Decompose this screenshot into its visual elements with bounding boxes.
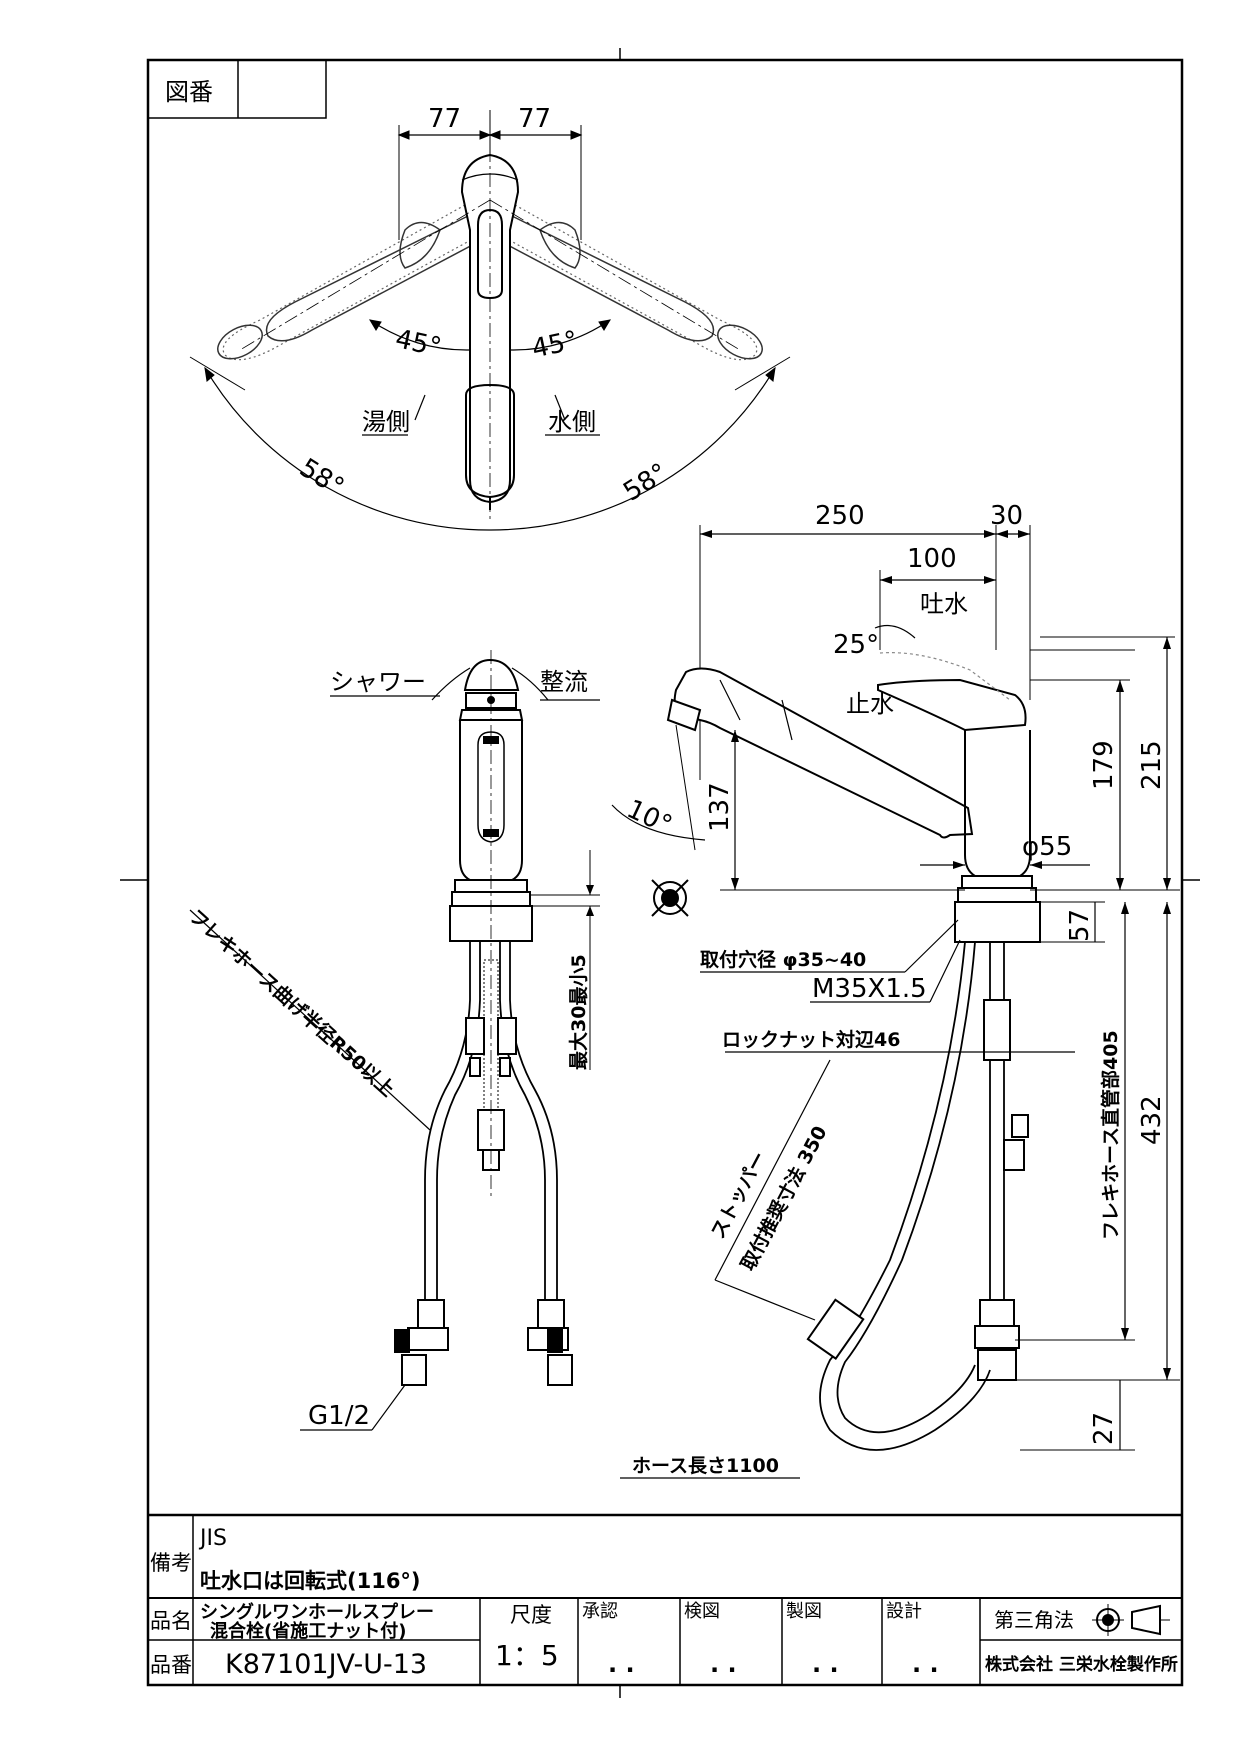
remark-jis: JIS	[198, 1526, 227, 1551]
scale-label: 尺度	[510, 1603, 552, 1627]
dim-100: 100	[907, 544, 957, 574]
draft-label: 製図	[786, 1601, 822, 1622]
straight-label: 整流	[540, 668, 588, 696]
product-name-1: シングルワンホールスプレー	[200, 1601, 434, 1623]
drawing-number-box: 図番	[148, 60, 326, 118]
design-date: . .	[912, 1650, 939, 1678]
product-name-2: 混合栓(省施工ナット付)	[210, 1620, 406, 1642]
hose-length-label: ホース長さ1100	[632, 1455, 779, 1477]
hole-diameter-label: 取付穴径 φ35~40	[700, 948, 866, 971]
design-label: 設計	[886, 1601, 922, 1622]
angle-58-right: 58°	[618, 458, 673, 508]
side-view-labels: 250 30 100 吐水 25° 止水 179 215 10° 137 φ55…	[622, 501, 1167, 1477]
title-block-text: 備考 JIS 吐水口は回転式(116°) 品名 シングルワンホールスプレー 混合…	[150, 1526, 1178, 1680]
water-stop-label: 止水	[846, 690, 894, 718]
angle-10: 10°	[622, 794, 676, 841]
cold-side-label: 水側	[548, 408, 596, 436]
third-angle-projection-icon	[1092, 1604, 1170, 1636]
scale-value: 1：5	[495, 1639, 559, 1672]
dim-27: 27	[1089, 1412, 1119, 1445]
shower-label: シャワー	[330, 668, 426, 696]
angle-45-left: 45°	[393, 324, 444, 363]
dim-57: 57	[1065, 909, 1095, 942]
remark-rotation: 吐水口は回転式(116°)	[200, 1569, 421, 1593]
inspect-date: . .	[710, 1650, 737, 1678]
inspect-label: 検図	[684, 1601, 720, 1622]
top-view	[190, 110, 790, 530]
dim-250: 250	[815, 501, 865, 531]
dim-77-right: 77	[518, 104, 551, 134]
water-out-label: 吐水	[920, 590, 968, 618]
approve-date: . .	[608, 1650, 635, 1678]
drawing-number-label: 図番	[165, 78, 213, 106]
drawing-frame	[120, 48, 1200, 1698]
product-name-label: 品名	[150, 1609, 192, 1633]
side-view	[612, 525, 1180, 1478]
company-name: 株式会社 三栄水栓製作所	[985, 1654, 1178, 1675]
hot-side-label: 湯側	[362, 408, 410, 436]
approve-label: 承認	[582, 1601, 618, 1622]
dim-137: 137	[705, 782, 735, 832]
thread-m-label: M35X1.5	[812, 974, 927, 1004]
hose-bend-label: フレキホース曲げ半径R50以上	[185, 905, 400, 1102]
flex-hose-label: フレキホース直管部405	[1099, 1030, 1122, 1240]
title-block	[148, 1515, 1182, 1685]
dim-179: 179	[1089, 740, 1119, 790]
dim-30: 30	[990, 501, 1023, 531]
remarks-label: 備考	[150, 1551, 192, 1575]
draft-date: . .	[812, 1650, 839, 1678]
locknut-label: ロックナット対辺46	[722, 1028, 900, 1051]
front-view-labels: シャワー 整流 最大30最小5 フレキホース曲げ半径R50以上 G1/2	[185, 668, 590, 1431]
projection-label: 第三角法	[994, 1608, 1074, 1632]
angle-45-right: 45°	[529, 326, 580, 365]
dim-432: 432	[1137, 1095, 1167, 1145]
angle-25: 25°	[833, 630, 879, 660]
front-view	[190, 650, 600, 1430]
dim-77-left: 77	[428, 104, 461, 134]
stopper-dim-label: 取付推奨寸法 350	[736, 1122, 832, 1274]
product-no: K87101JV-U-13	[225, 1649, 427, 1680]
thread-label: G1/2	[308, 1401, 370, 1431]
dia-55: φ55	[1022, 832, 1072, 862]
spout-section-icon	[652, 880, 688, 916]
product-no-label: 品番	[150, 1653, 192, 1677]
install-thickness-label: 最大30最小5	[567, 954, 590, 1070]
dim-215: 215	[1137, 740, 1167, 790]
